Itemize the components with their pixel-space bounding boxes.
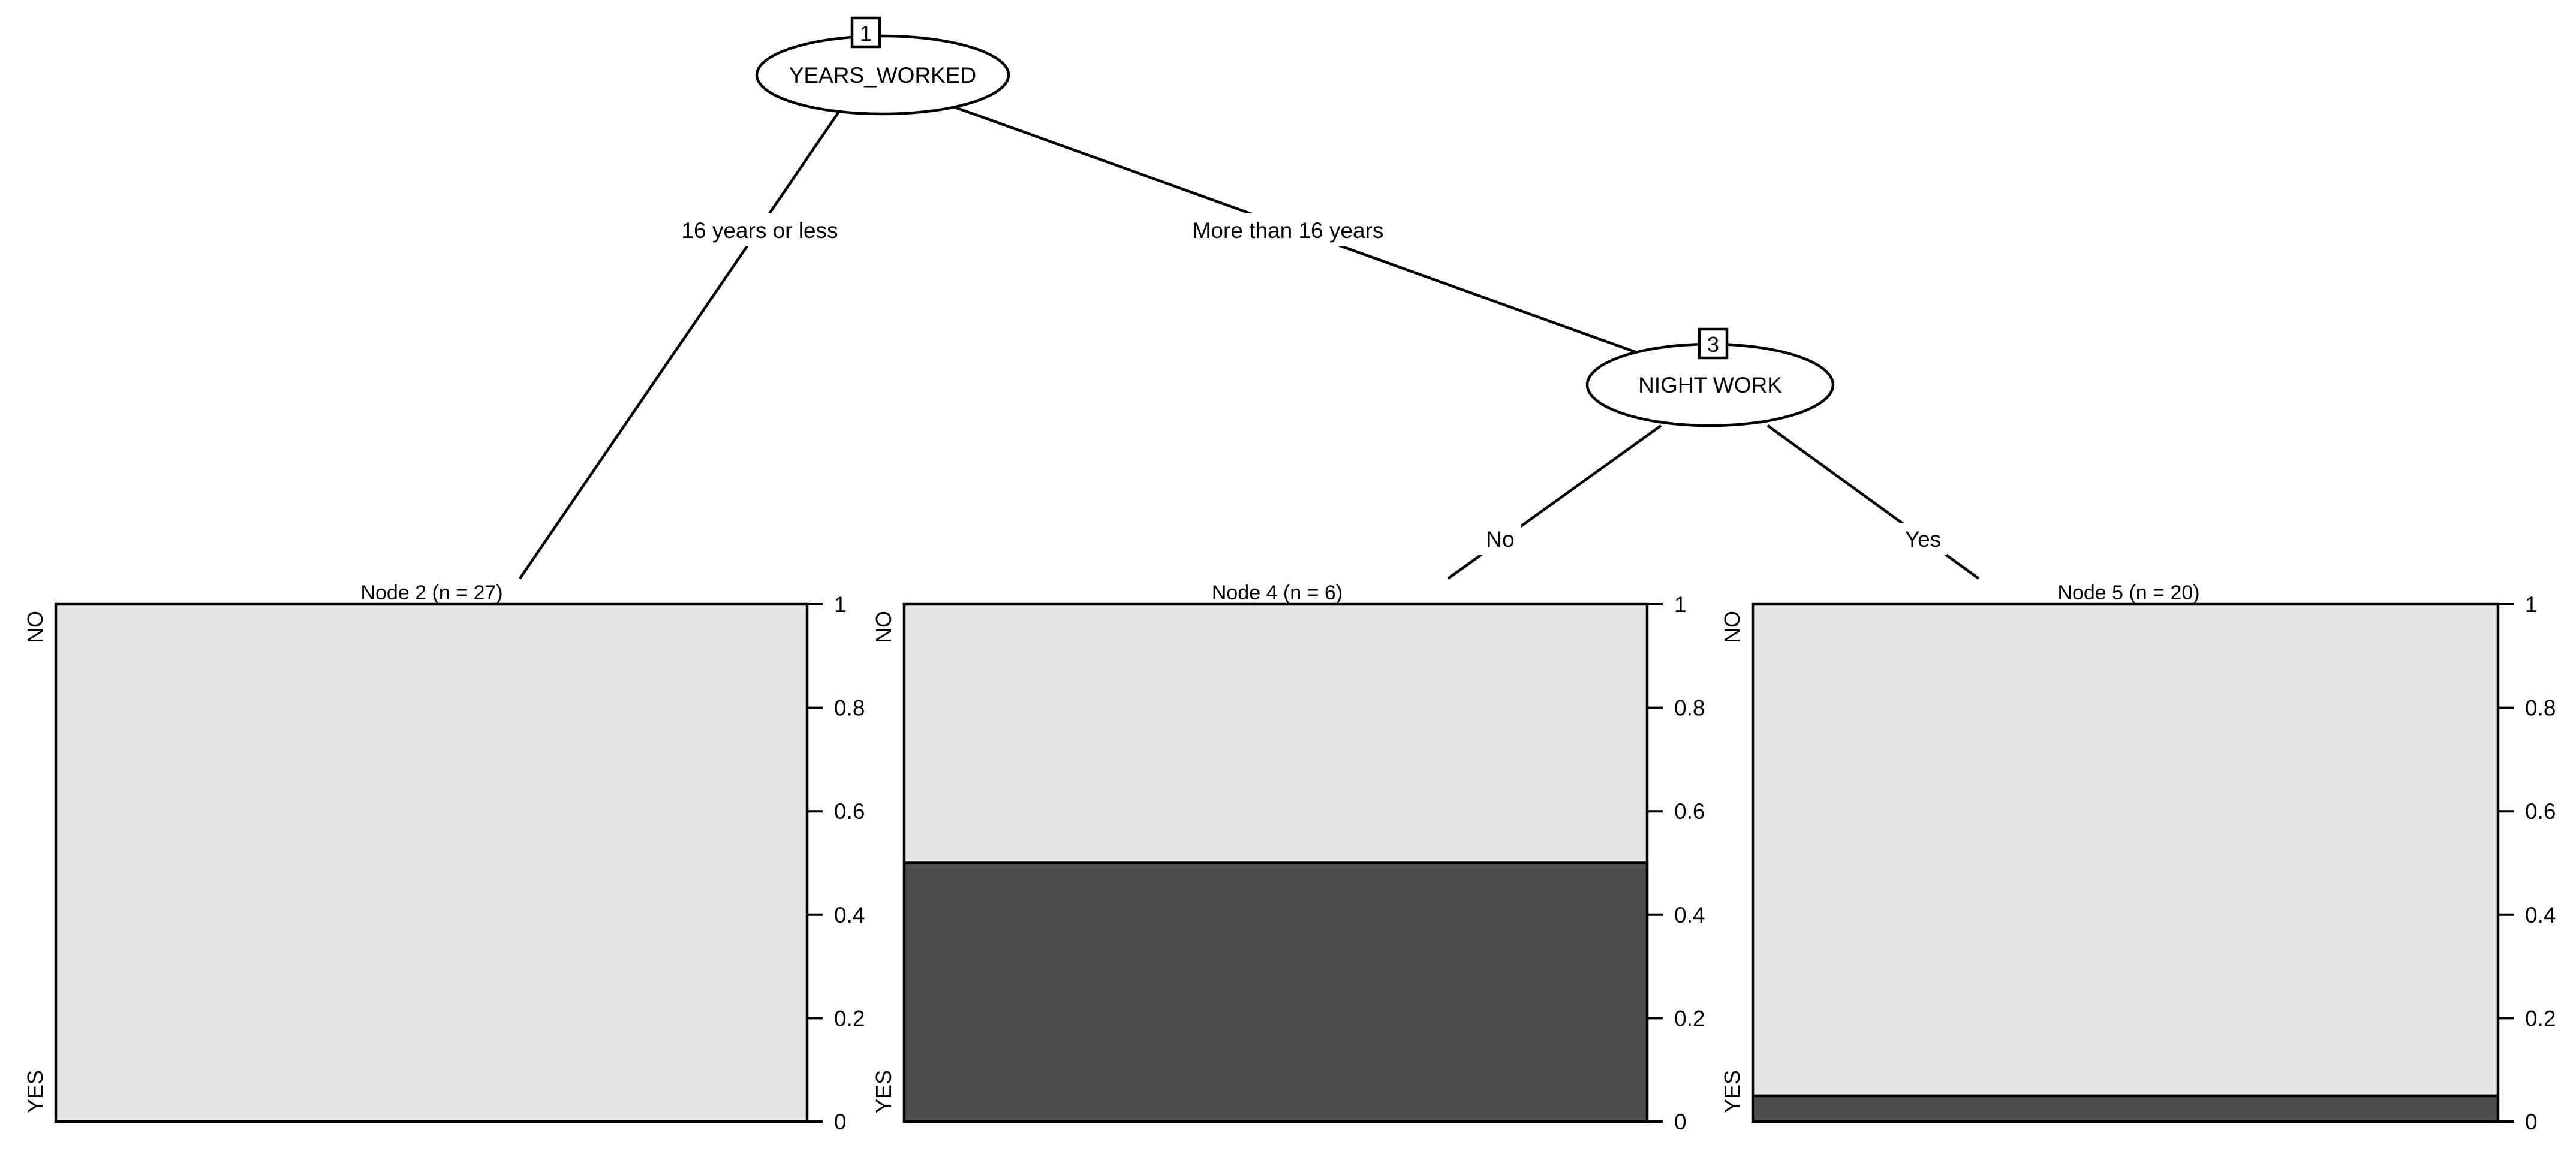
node-id-box-root xyxy=(850,16,881,49)
bar-segment-yes xyxy=(1753,1095,2498,1122)
class-label-no: NO xyxy=(871,611,896,643)
axis-tick-label: 0 xyxy=(1674,1110,1687,1134)
class-label-yes: YES xyxy=(23,1070,47,1113)
branch-label-no-text: No xyxy=(1486,527,1514,552)
node-variable-root: YEARS_WORKED xyxy=(789,63,977,88)
panel-frame xyxy=(1751,602,2500,1123)
node-id-root: 1 xyxy=(860,21,872,46)
branch-label-16-or-less-text: 16 years or less xyxy=(681,218,838,243)
terminal-node-2: Node 2 (n = 27) 0 0.2 0.4 0.6 0.8 1NO YES xyxy=(23,582,865,1134)
bar-segment-yes xyxy=(904,863,1647,1122)
axis-tick-label: 0.8 xyxy=(834,696,865,721)
tree-edges xyxy=(519,105,1980,580)
axis-tick-label: 0.4 xyxy=(2525,903,2556,927)
branch-label-yes: Yes xyxy=(1899,523,1947,555)
terminal-node-title: Node 4 (n = 6) xyxy=(1212,582,1343,604)
edge-root-to-node2 xyxy=(519,112,839,580)
terminal-node-4: Node 4 (n = 6) 0 0.2 0.4 0.6 0.8 1NO YES xyxy=(871,582,1705,1134)
axis-tick-label: 1 xyxy=(834,592,847,617)
node-id-3: 3 xyxy=(1707,332,1719,357)
edge-node3-to-node5 xyxy=(1767,424,1980,580)
class-label-yes: YES xyxy=(1720,1070,1744,1113)
axis-tick-label: 0.2 xyxy=(834,1006,865,1031)
bar-segment-no xyxy=(904,604,1647,863)
class-label-no: NO xyxy=(23,611,47,643)
tree-node-root: YEARS_WORKED 1 xyxy=(755,16,1010,116)
axis-tick-label: 0.6 xyxy=(834,799,865,824)
node-ellipse-root xyxy=(755,34,1010,116)
terminal-node-title: Node 2 (n = 27) xyxy=(360,582,502,604)
axis-tick-label: 1 xyxy=(1674,592,1687,617)
axis-tick-label: 0.4 xyxy=(834,903,865,927)
branch-label-yes-text: Yes xyxy=(1905,527,1941,552)
node-id-box-3 xyxy=(1698,327,1729,360)
bar-segment-no xyxy=(1753,604,2498,1096)
branch-label-no: No xyxy=(1479,523,1521,555)
branch-label-more-than-16: More than 16 years xyxy=(1187,213,1391,246)
axis-tick-label: 0.2 xyxy=(2525,1006,2556,1031)
node-variable-3: NIGHT WORK xyxy=(1638,373,1782,397)
axis-tick-label: 0.6 xyxy=(1674,799,1705,824)
axis-tick-label: 0.2 xyxy=(1674,1006,1705,1031)
class-label-yes: YES xyxy=(871,1070,896,1113)
branch-label-16-or-less: 16 years or less xyxy=(678,213,848,246)
axis-tick-label: 0.8 xyxy=(2525,696,2556,721)
axis-tick-label: 0.6 xyxy=(2525,799,2556,824)
axis-tick-label: 0.8 xyxy=(1674,696,1705,721)
branch-label-more-than-16-text: More than 16 years xyxy=(1193,218,1384,243)
axis-tick-label: 0 xyxy=(2525,1110,2538,1134)
axis-tick-label: 0 xyxy=(834,1110,847,1134)
bar-segment-no xyxy=(56,604,807,1122)
tree-node-3: NIGHT WORK 3 xyxy=(1585,327,1835,427)
terminal-node-title: Node 5 (n = 20) xyxy=(2057,582,2199,604)
panel-frame xyxy=(54,602,809,1123)
axis-tick-label: 0.4 xyxy=(1674,903,1705,927)
class-label-no: NO xyxy=(1720,611,1744,643)
edge-node3-to-node4 xyxy=(1447,424,1662,580)
edge-labels: 16 years or less More than 16 years No Y… xyxy=(678,213,1947,555)
axis-tick-label: 1 xyxy=(2525,592,2538,617)
terminal-node-5: Node 5 (n = 20) 0 0.2 0.4 0.6 0.8 1NO YES xyxy=(1720,582,2556,1134)
